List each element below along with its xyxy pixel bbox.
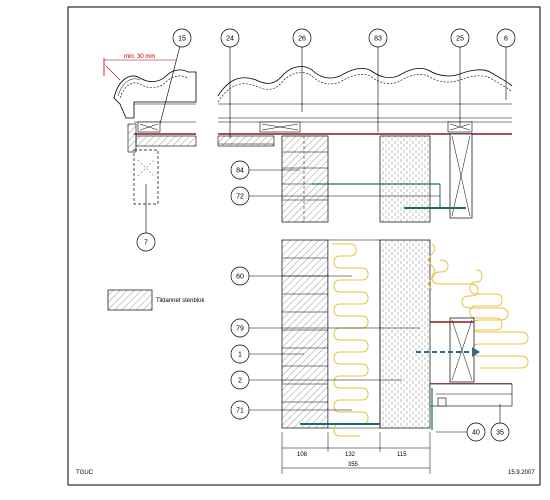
callout-label: 84 xyxy=(236,168,244,175)
page-border xyxy=(67,6,541,486)
callout-24: 24 xyxy=(220,28,240,138)
dimension-115: 115 xyxy=(397,452,407,458)
callouts: 15 24 26 83 25 6 84 72 7 60 79 1 2 71 40 35 xyxy=(136,28,516,442)
lower-wall-section xyxy=(281,239,529,437)
callout-label: 60 xyxy=(236,274,244,281)
callout-35: 35 xyxy=(490,404,510,442)
callout-1: 1 xyxy=(230,344,304,364)
callout-71: 71 xyxy=(230,400,352,420)
callout-bubble xyxy=(230,318,250,338)
callout-label: 2 xyxy=(238,378,242,385)
callout-84: 84 xyxy=(230,160,300,180)
callout-label: 7 xyxy=(144,240,148,247)
callout-label: 71 xyxy=(236,408,244,415)
dimension-132: 132 xyxy=(345,452,356,458)
callout-83: 83 xyxy=(368,28,388,132)
legend xyxy=(107,289,153,311)
eave-detail xyxy=(103,58,197,205)
callout-25: 25 xyxy=(450,28,470,126)
callout-bubble xyxy=(230,370,250,390)
callout-bubble xyxy=(172,28,192,48)
dimension-108: 108 xyxy=(297,452,308,458)
callout-bubble xyxy=(230,400,250,420)
footer-left: TGUC xyxy=(76,470,94,476)
callout-72: 72 xyxy=(230,186,440,206)
callout-label: 35 xyxy=(496,430,504,437)
callout-26: 26 xyxy=(292,28,312,112)
callout-2: 2 xyxy=(230,370,402,390)
callout-label: 79 xyxy=(236,326,244,333)
callout-label: 15 xyxy=(178,36,186,43)
callout-label: 25 xyxy=(456,36,464,43)
callout-6: 6 xyxy=(496,28,516,100)
callout-label: 1 xyxy=(238,352,242,359)
callout-bubble xyxy=(490,422,510,442)
callout-bubble xyxy=(230,344,250,364)
dimension-lines xyxy=(281,432,431,474)
callout-60: 60 xyxy=(230,266,352,286)
callout-leader xyxy=(159,37,183,125)
callout-40: 40 xyxy=(436,422,486,442)
legend-swatch xyxy=(107,289,153,311)
min-30mm-annotation: min. 30 mm xyxy=(124,54,155,60)
callout-bubble xyxy=(136,232,156,252)
callout-label: 83 xyxy=(374,36,382,43)
callout-bubble xyxy=(230,186,250,206)
callout-label: 24 xyxy=(226,36,234,43)
callout-label: 6 xyxy=(504,36,508,43)
upper-brick-wall xyxy=(281,135,329,223)
callout-79: 79 xyxy=(230,318,420,338)
callout-bubble xyxy=(230,160,250,180)
legend-label: Tildannet stenblok xyxy=(156,298,205,304)
callout-label: 72 xyxy=(236,194,244,201)
callout-bubble xyxy=(496,28,516,48)
callout-bubble xyxy=(230,266,250,286)
callout-bubble xyxy=(368,28,388,48)
footer-date: 15.9.2007 xyxy=(508,470,535,476)
callout-15: 15 xyxy=(159,28,192,125)
callout-bubble xyxy=(466,422,486,442)
callout-7: 7 xyxy=(136,184,156,252)
upper-timber-wall xyxy=(312,133,473,223)
callout-bubble xyxy=(450,28,470,48)
callout-label: 26 xyxy=(298,36,306,43)
callout-bubble xyxy=(292,28,312,48)
callout-bubble xyxy=(220,28,240,48)
dimension-total-355: 355 xyxy=(348,462,359,468)
callout-label: 40 xyxy=(472,430,480,437)
